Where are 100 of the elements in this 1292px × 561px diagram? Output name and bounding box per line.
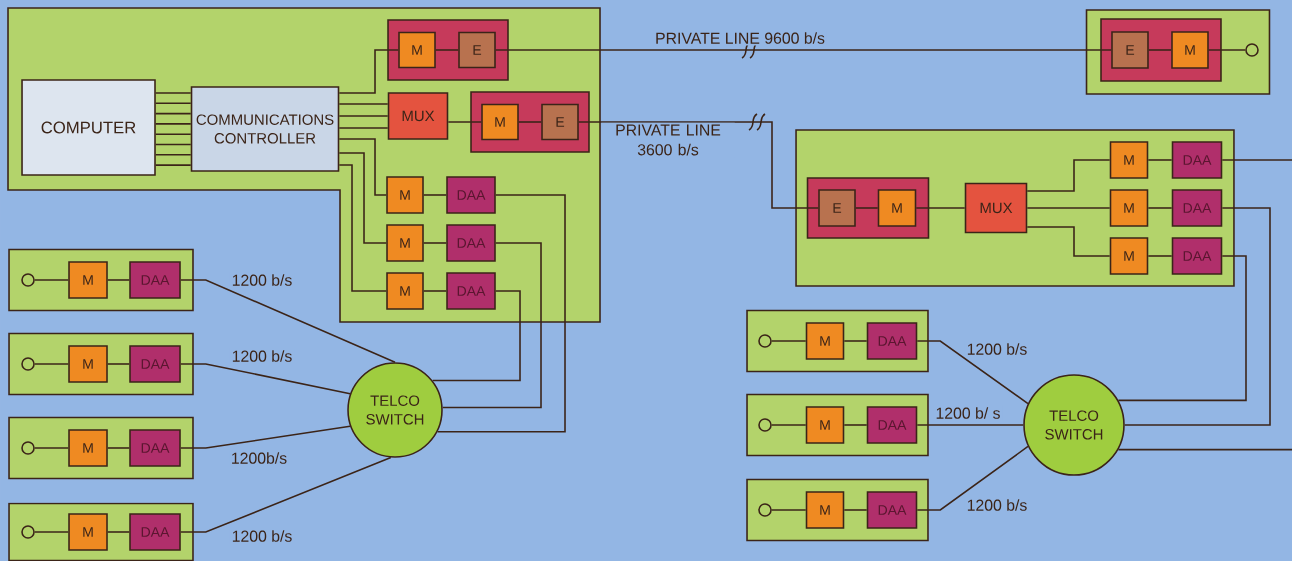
- edge-label: 1200b/s: [229, 450, 289, 466]
- connector-line: [338, 164, 387, 292]
- connector-line: [771, 424, 807, 426]
- connector-line: [180, 279, 396, 363]
- connector-line: [155, 164, 192, 166]
- edge-label: PRIVATE LINE 3600 b/s: [601, 122, 735, 158]
- connector-line: [338, 103, 389, 105]
- daa-box: DAA: [866, 406, 918, 444]
- connector-line: [338, 49, 399, 94]
- connector-line: [435, 49, 459, 51]
- connector-line: [518, 121, 542, 123]
- connector-line: [107, 279, 130, 281]
- connector-line: [107, 447, 130, 449]
- edge-label: 1200 b/s: [229, 528, 295, 544]
- connector-line: [1148, 49, 1172, 51]
- modem-box: M: [1109, 189, 1149, 227]
- modem-box: M: [805, 491, 845, 529]
- edge-label: PRIVATE LINE 9600 b/s: [653, 30, 827, 46]
- daa-box: DAA: [866, 491, 918, 529]
- daa-box: DAA: [446, 224, 496, 262]
- modem-box: M: [386, 224, 424, 262]
- connector-line: [1221, 159, 1292, 161]
- connector-line: [915, 207, 966, 209]
- connector-line: [180, 456, 392, 533]
- daa-box: DAA: [129, 345, 181, 383]
- connector-line: [431, 290, 521, 382]
- connector-line: [34, 279, 70, 281]
- connector-line: [1026, 226, 1111, 257]
- connector-line: [155, 102, 192, 105]
- connector-line: [155, 143, 192, 146]
- connector-line: [1147, 207, 1173, 209]
- daa-box: DAA: [446, 272, 496, 310]
- connector-line: [1117, 448, 1292, 451]
- connector-line: [843, 509, 868, 511]
- encryption-box: E: [1111, 31, 1149, 69]
- connector-line: [423, 290, 447, 292]
- connector-line: [843, 340, 868, 342]
- connector-line: [338, 152, 387, 244]
- connector-line: [1124, 207, 1271, 426]
- connector-line: [916, 445, 1029, 511]
- connector-line: [423, 242, 447, 244]
- daa-box: DAA: [1171, 237, 1223, 275]
- edge-label: 1200 b/s: [964, 497, 1030, 513]
- connector-line: [855, 207, 879, 209]
- computer-box: COMPUTER: [21, 79, 156, 176]
- connector-line: [107, 531, 130, 533]
- connector-line: [1117, 255, 1247, 402]
- connector-line: [1026, 159, 1111, 192]
- connector-line: [34, 531, 70, 533]
- modem-box: M: [1109, 237, 1149, 275]
- connector-line: [180, 425, 351, 449]
- connector-line: [155, 112, 192, 115]
- connector-line: [338, 127, 389, 129]
- modem-box: M: [68, 429, 108, 467]
- connector-line: [495, 49, 1112, 51]
- connector-line: [1147, 159, 1173, 161]
- modem-box: M: [68, 261, 108, 299]
- connector-line: [1147, 255, 1173, 257]
- modem-box: M: [877, 189, 917, 227]
- edge-label: 1200 b/s: [964, 341, 1030, 357]
- modem-box: M: [1109, 141, 1149, 179]
- daa-box: DAA: [1171, 189, 1223, 227]
- modem-box: M: [805, 322, 845, 360]
- daa-box: DAA: [129, 429, 181, 467]
- connector-line: [771, 509, 807, 511]
- modem-box: M: [386, 272, 424, 310]
- connector-line: [34, 363, 70, 365]
- controller-box: COMMUNICATIONS CONTROLLER: [190, 86, 340, 172]
- connector-line: [447, 121, 482, 123]
- connector-line: [155, 133, 192, 135]
- daa-box: DAA: [1171, 141, 1223, 179]
- connector-line: [436, 194, 566, 433]
- encryption-box: E: [541, 103, 579, 141]
- connector-line: [843, 424, 868, 426]
- daa-box: DAA: [129, 513, 181, 551]
- connector-line: [1208, 49, 1246, 51]
- daa-box: DAA: [129, 261, 181, 299]
- edge-label: 1200 b/s: [229, 348, 295, 364]
- modem-box: M: [1171, 31, 1209, 69]
- modem-box: M: [68, 345, 108, 383]
- connector-line: [578, 121, 819, 209]
- connector-line: [180, 363, 351, 395]
- connector-line: [34, 447, 70, 449]
- connector-line: [423, 194, 447, 196]
- modem-box: M: [386, 176, 424, 214]
- connector-line: [338, 138, 387, 196]
- encryption-box: E: [458, 31, 496, 69]
- connector-line: [771, 340, 807, 342]
- connector-line: [107, 363, 130, 365]
- mux-box: MUX: [964, 182, 1028, 234]
- connector-line: [1026, 207, 1111, 209]
- connector-line: [155, 92, 192, 94]
- edge-label: 1200 b/ s: [933, 405, 1003, 421]
- connector-line: [155, 123, 192, 125]
- connector-line: [338, 115, 389, 117]
- connector-line: [916, 340, 1029, 405]
- encryption-box: E: [818, 189, 856, 227]
- connector-line: [441, 242, 542, 409]
- modem-box: M: [805, 406, 845, 444]
- modem-box: M: [68, 513, 108, 551]
